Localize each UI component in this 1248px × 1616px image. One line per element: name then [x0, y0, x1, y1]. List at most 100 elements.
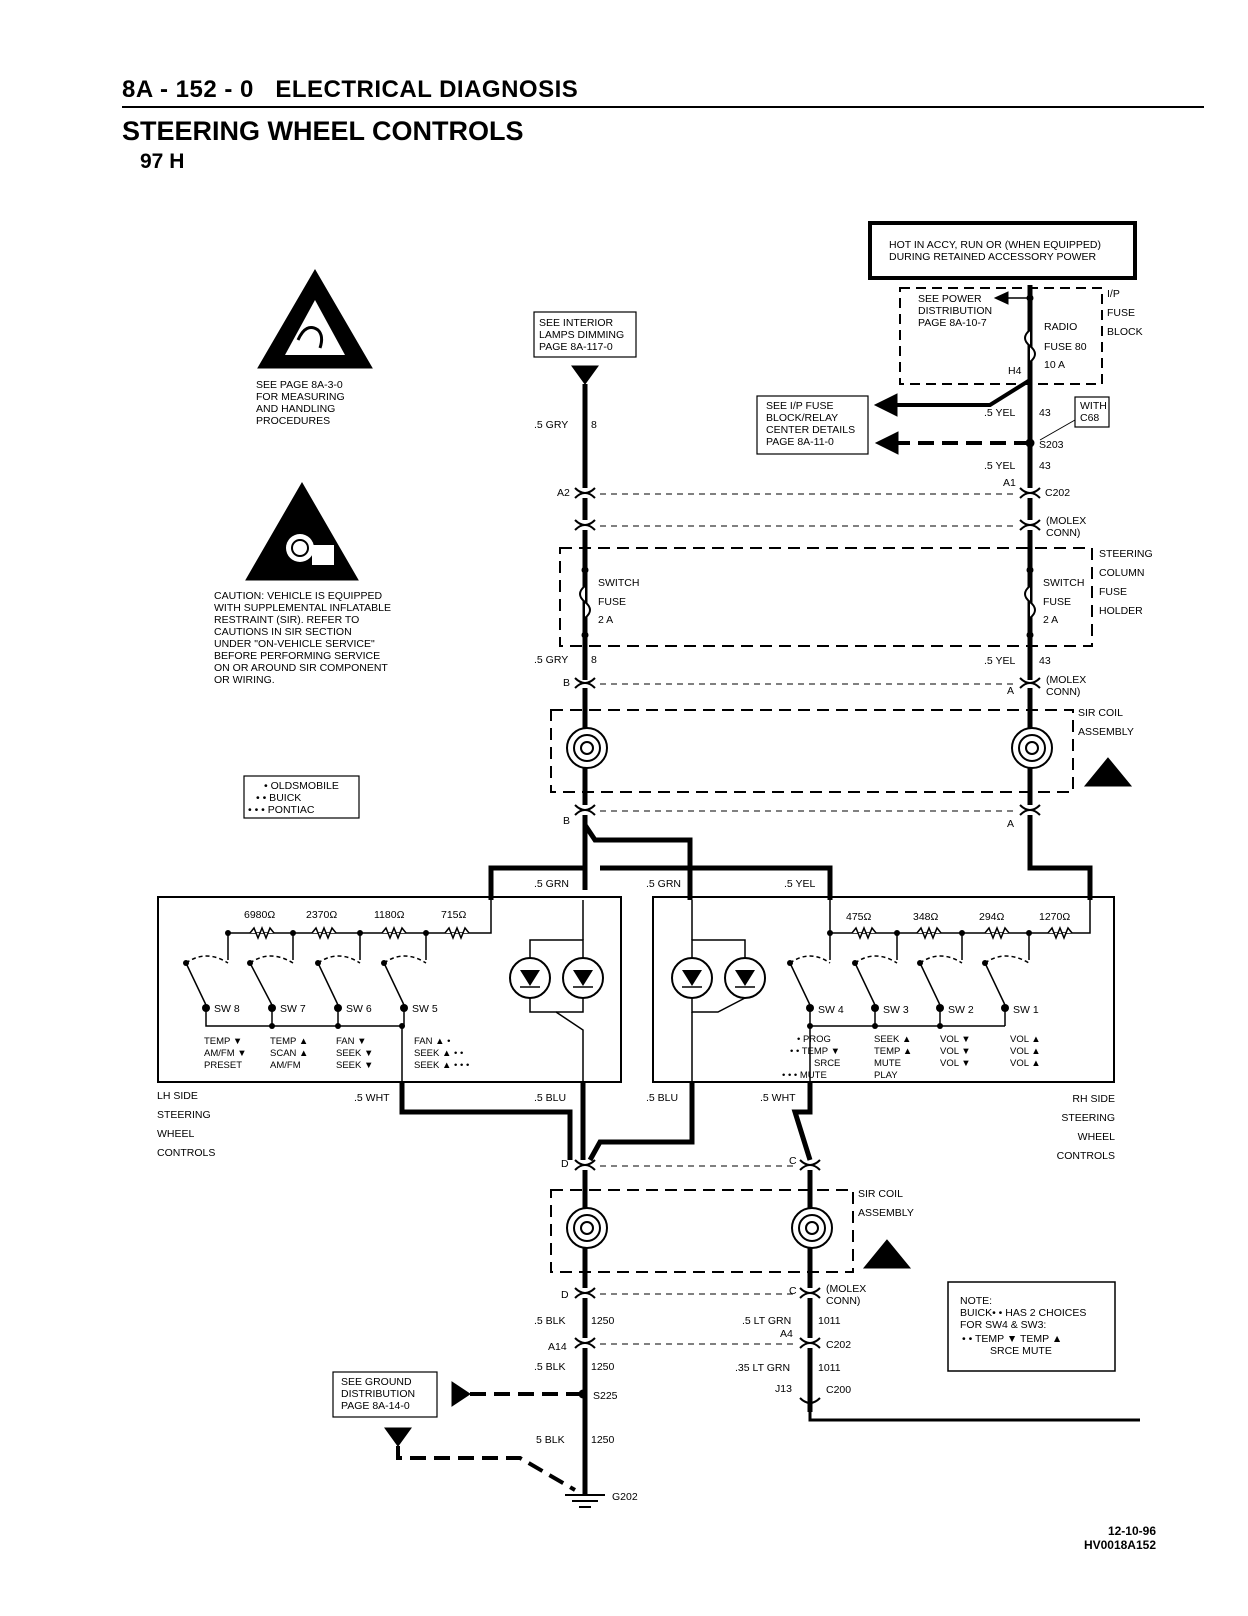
wire-label-gry-1: .5 GRY [534, 419, 568, 431]
sw2-func-3: VOL ▼ [940, 1058, 971, 1069]
resistor-left-3: 1180Ω [374, 909, 405, 921]
radio-fuse-1: RADIO [1044, 321, 1077, 333]
wire-circuit-gry-1: 8 [591, 419, 597, 431]
rh-controls-box [652, 896, 1115, 1083]
sw4-func-2: • • TEMP ▼ [790, 1046, 840, 1057]
resistor-right-3: 294Ω [979, 911, 1005, 923]
switch-sw4: SW 4 [818, 1004, 844, 1016]
rh-controls-4: CONTROLS [1057, 1150, 1115, 1162]
with-c68-box [1074, 396, 1110, 428]
wire-label-ltgrn-2: .35 LT GRN [735, 1362, 790, 1374]
sw3-func-1: SEEK ▲ [874, 1034, 911, 1045]
conn-a2: A2 [557, 487, 570, 499]
wire-label-blk-1: .5 BLK [534, 1315, 566, 1327]
power-note-1: HOT IN ACCY, RUN OR (WHEN EQUIPPED) [889, 239, 1101, 251]
sir-coil-lower-1: SIR COIL [858, 1188, 903, 1200]
conn-b-1: B [563, 677, 570, 689]
sir-caution-3: RESTRAINT (SIR). REFER TO [214, 614, 359, 626]
wire-circuit-gry-2: 8 [591, 654, 597, 666]
sw7-func-1: TEMP ▲ [270, 1036, 308, 1047]
fuse-holder-1: STEERING [1099, 548, 1153, 560]
wire-circuit-blk-2: 1250 [591, 1361, 615, 1373]
sir-caution-icon [245, 481, 359, 581]
wire-circuit-ltgrn-1: 1011 [818, 1315, 841, 1327]
sir-caution-4: CAUTIONS IN SIR SECTION [214, 626, 352, 638]
conn-j13: J13 [775, 1383, 792, 1395]
sir-caution-6: BEFORE PERFORMING SERVICE [214, 650, 380, 662]
sw8-func-2: AM/FM ▼ [204, 1048, 247, 1059]
esd-note-1: SEE PAGE 8A-3-0 [256, 379, 343, 391]
conn-c202-1: C202 [1045, 487, 1070, 499]
rh-controls-2: STEERING [1061, 1112, 1115, 1124]
sw6-func-3: SEEK ▼ [336, 1060, 373, 1071]
wire-label-yel-2: .5 YEL [984, 460, 1015, 472]
resistor-left-4: 715Ω [441, 909, 467, 921]
sir-coil-upper-1: SIR COIL [1078, 707, 1123, 719]
ip-fuse-details-box [756, 395, 869, 455]
conn-c-2: C [789, 1285, 797, 1297]
interior-lamps-2: LAMPS DIMMING [539, 329, 624, 341]
fuse-holder-box [559, 547, 1093, 647]
sw4-func-4: • • • MUTE [782, 1070, 827, 1081]
conn-c200: C200 [826, 1384, 851, 1396]
wire-label-wht-2: .5 WHT [760, 1092, 796, 1104]
ground-dist-box [332, 1371, 438, 1418]
switch-sw8: SW 8 [214, 1003, 240, 1015]
wire-circuit-yel-1: 43 [1039, 407, 1051, 419]
molex-3b: CONN) [826, 1295, 860, 1307]
resistor-right-1: 475Ω [846, 911, 872, 923]
section-title: ELECTRICAL DIAGNOSIS [275, 76, 579, 103]
switch-fuse-left-2: FUSE [598, 596, 626, 608]
switch-fuse-right-3: 2 A [1043, 614, 1058, 626]
rh-controls-3: WHEEL [1078, 1131, 1116, 1143]
sw3-func-2: TEMP ▲ [874, 1046, 912, 1057]
wire-circuit-yel-2: 43 [1039, 460, 1051, 472]
wire-label-ltgrn-1: .5 LT GRN [742, 1315, 791, 1327]
lh-controls-box [157, 896, 622, 1083]
conn-a-1: A [1007, 685, 1014, 697]
header-rule [122, 106, 1204, 108]
wire-label-yel-4: .5 YEL [784, 878, 815, 890]
molex-2a: (MOLEX [1046, 674, 1086, 686]
wire-circuit-yel-3: 43 [1039, 655, 1051, 667]
ground-dist-3: PAGE 8A-14-0 [341, 1400, 410, 1412]
switch-sw2: SW 2 [948, 1004, 974, 1016]
legend-buick: • • BUICK [256, 792, 301, 804]
ip-fuse-1: SEE I/P FUSE [766, 400, 834, 412]
sw7-func-2: SCAN ▲ [270, 1048, 308, 1059]
sw5-func-3: SEEK ▲ • • • [414, 1060, 469, 1071]
ground-icon [565, 1494, 605, 1508]
sw2-func-2: VOL ▼ [940, 1046, 971, 1057]
molex-1b: CONN) [1046, 527, 1080, 539]
switch-sw7: SW 7 [280, 1003, 306, 1015]
sw4-func-3: SRCE [814, 1058, 840, 1069]
sir-coil-upper-box [550, 709, 1074, 793]
sir-coil-lower-box [550, 1189, 854, 1273]
wire-circuit-blk-1: 1250 [591, 1315, 615, 1327]
wire-label-yel-3: .5 YEL [984, 655, 1015, 667]
footer-date: 12-10-96 [1107, 1524, 1156, 1538]
wire-label-yel-1: .5 YEL [984, 407, 1015, 419]
buick-note-choice-2: SRCE MUTE [990, 1345, 1052, 1357]
sir-coil-lower-2: ASSEMBLY [858, 1207, 914, 1219]
sw4-func-1: • PROG [797, 1034, 831, 1045]
lh-controls-1: LH SIDE [157, 1090, 198, 1102]
resistor-left-2: 2370Ω [306, 909, 337, 921]
conn-a4: A4 [780, 1328, 793, 1340]
buick-note-1: NOTE: [960, 1295, 992, 1307]
ip-fuse-block-1: I/P [1107, 288, 1120, 300]
switch-sw1: SW 1 [1013, 1004, 1039, 1016]
legend-pontiac: • • • PONTIAC [248, 804, 315, 816]
with-c68-2: C68 [1080, 412, 1099, 424]
conn-a-2: A [1007, 818, 1014, 830]
conn-h4: H4 [1008, 365, 1022, 377]
ip-fuse-block-3: BLOCK [1107, 326, 1143, 338]
model-code: 97 H [140, 150, 185, 173]
sir-coil-upper-icon [566, 727, 1053, 769]
sir-caution-5: UNDER "ON-VEHICLE SERVICE" [214, 638, 375, 650]
switch-fuse-left-3: 2 A [598, 614, 613, 626]
conn-c202-2: C202 [826, 1339, 851, 1351]
wire-circuit-blk-3: 1250 [591, 1434, 615, 1446]
ip-fuse-2: BLOCK/RELAY [766, 412, 838, 424]
wire-label-blk-2: .5 BLK [534, 1361, 566, 1373]
